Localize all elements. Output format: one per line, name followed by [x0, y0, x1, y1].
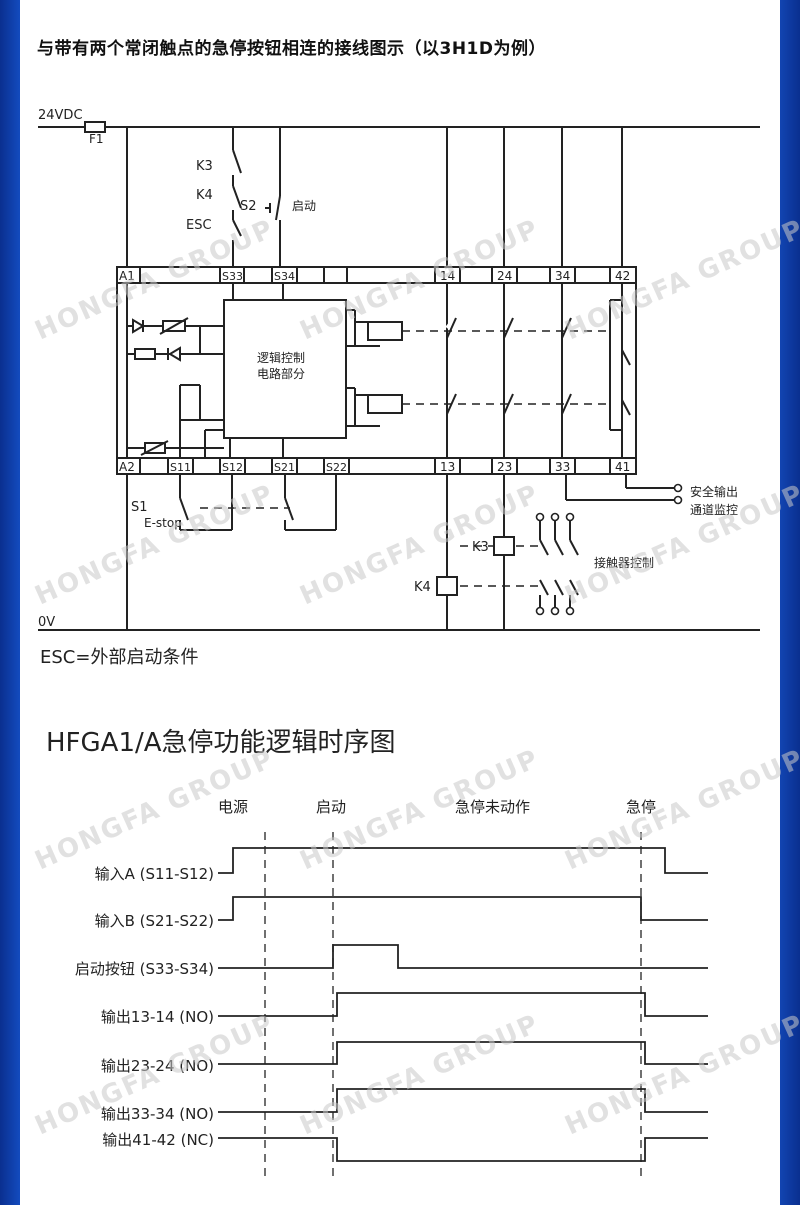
phase-estop: 急停	[626, 798, 656, 816]
logic-block-line1: 逻辑控制	[257, 351, 305, 365]
safety-output-line1: 安全输出	[690, 484, 738, 499]
terminal-a1: A1	[119, 269, 135, 283]
terminal-s21: S21	[274, 461, 295, 474]
terminal-s22: S22	[326, 461, 347, 474]
phase-power: 电源	[218, 798, 248, 816]
contact-esc-label: ESC	[186, 218, 212, 233]
coil-k4-label: K4	[414, 580, 431, 595]
watermark-4: HONGFA GROUP	[31, 479, 279, 612]
terminal-34: 34	[555, 269, 570, 283]
signal-label-out-33-34: 输出33-34 (NO)	[101, 1105, 214, 1123]
terminal-row-top	[116, 266, 637, 284]
watermark-12: HONGFA GROUP	[561, 1009, 800, 1142]
phase-normal: 急停未动作	[455, 798, 530, 816]
logic-block-line2: 电路部分	[257, 366, 305, 381]
terminal-s12: S12	[222, 461, 243, 474]
contact-k3-label: K3	[196, 159, 213, 174]
watermark-7: HONGFA GROUP	[31, 744, 279, 877]
terminal-s34: S34	[274, 270, 295, 283]
fuse-label: F1	[89, 132, 104, 146]
terminal-23: 23	[497, 460, 512, 474]
ground-label: 0V	[38, 615, 55, 630]
s2-label: S2	[240, 199, 257, 214]
watermark-2: HONGFA GROUP	[296, 214, 544, 347]
signal-label-input-b: 输入B (S21-S22)	[95, 912, 214, 930]
phase-start: 启动	[316, 798, 346, 816]
safety-output-line2: 通道监控	[690, 503, 738, 517]
terminal-33: 33	[555, 460, 570, 474]
signal-label-start-button: 启动按钮 (S33-S34)	[75, 960, 214, 978]
watermark-11: HONGFA GROUP	[296, 1009, 544, 1142]
watermark-5: HONGFA GROUP	[296, 479, 544, 612]
waveform-start-button	[218, 944, 708, 969]
watermark-8: HONGFA GROUP	[296, 744, 544, 877]
signal-label-out-13-14: 输出13-14 (NO)	[101, 1008, 214, 1026]
waveform-out-13-14	[218, 992, 708, 1017]
terminal-a2: A2	[119, 460, 135, 474]
supply-label: 24VDC	[38, 108, 83, 123]
estop-s1-label: S1	[131, 500, 148, 515]
s2-contact	[275, 195, 281, 221]
start-label: 启动	[292, 199, 316, 213]
content-panel	[20, 0, 780, 1205]
esc-note: ESC=外部启动条件	[40, 647, 199, 668]
page-title: 与带有两个常闭触点的急停按钮相连的接线图示（以3H1D为例）	[37, 39, 546, 59]
wiring-diagram: 24VDC F1 0V K3 K4 ESC S2 启动 逻辑控制 电路部分 A1…	[38, 108, 760, 631]
esc-contact	[232, 219, 242, 237]
terminal-row-bottom	[116, 457, 637, 475]
timing-title: HFGA1/A急停功能逻辑时序图	[46, 728, 396, 758]
waveform-input-b	[218, 896, 708, 921]
coil-k3-label: K3	[472, 540, 489, 555]
terminal-s11: S11	[170, 461, 191, 474]
contactor-label: 接触器控制	[594, 555, 654, 570]
waveform-input-a	[218, 847, 708, 874]
watermark-3: HONGFA GROUP	[561, 214, 800, 347]
signal-label-input-a: 输入A (S11-S12)	[95, 865, 214, 883]
terminal-24: 24	[497, 269, 512, 283]
terminal-s33: S33	[222, 270, 243, 283]
k3-contact	[232, 149, 242, 174]
k4-contact	[232, 185, 242, 209]
signal-label-out-41-42: 输出41-42 (NC)	[102, 1131, 214, 1149]
logic-block	[223, 299, 347, 439]
terminal-42: 42	[615, 269, 630, 283]
estop-label: E-stop	[144, 516, 182, 530]
waveform-out-33-34	[218, 1088, 708, 1113]
waveform-out-41-42	[218, 1137, 708, 1162]
watermark-10: HONGFA GROUP	[31, 1009, 279, 1142]
terminal-13: 13	[440, 460, 455, 474]
terminal-14: 14	[440, 269, 455, 283]
signal-label-out-23-24: 输出23-24 (NO)	[101, 1057, 214, 1075]
contact-k4-label: K4	[196, 188, 213, 203]
watermark-6: HONGFA GROUP	[561, 479, 800, 612]
waveform-out-23-24	[218, 1041, 708, 1065]
watermark-1: HONGFA GROUP	[31, 214, 279, 347]
terminal-41: 41	[615, 460, 630, 474]
watermark-9: HONGFA GROUP	[561, 744, 800, 877]
